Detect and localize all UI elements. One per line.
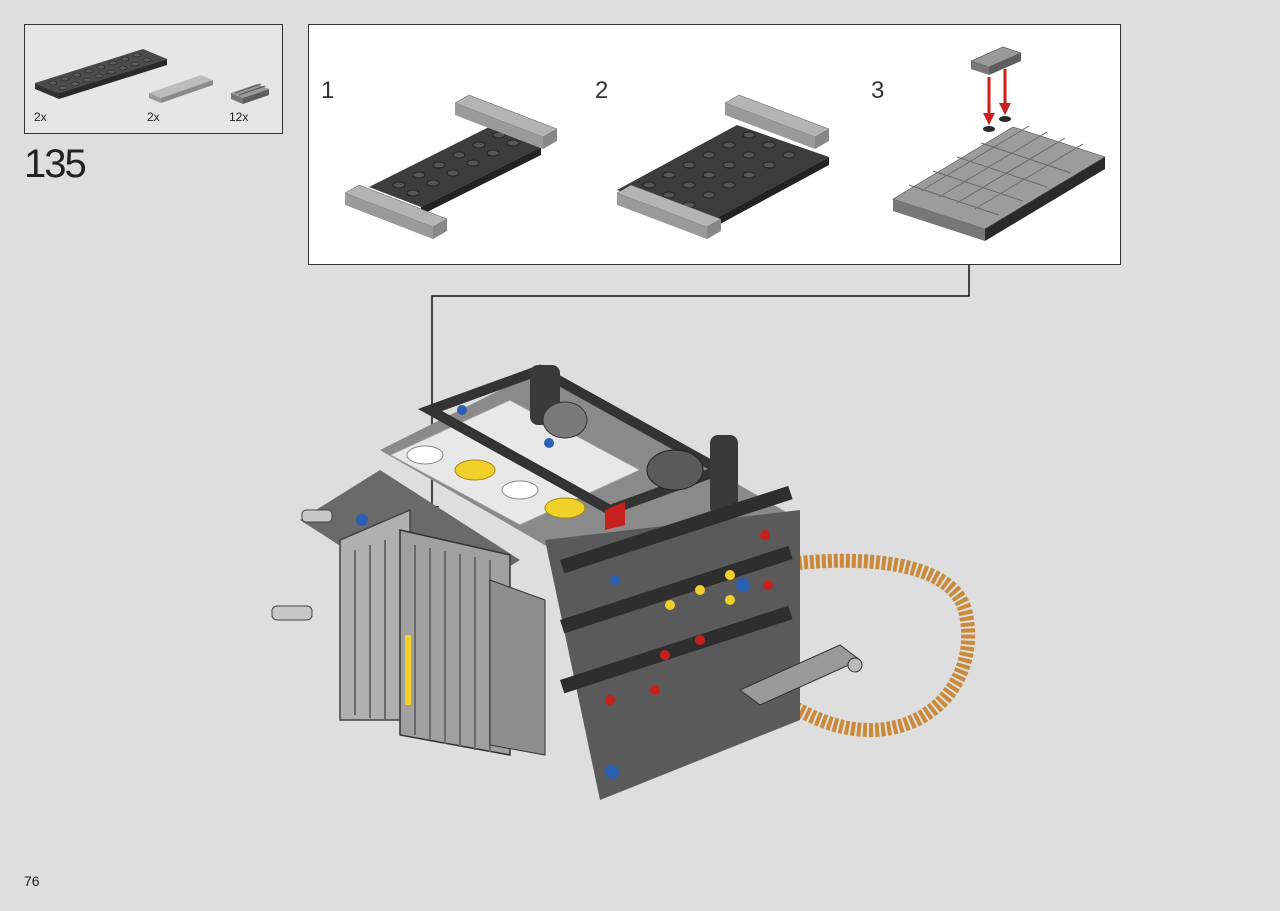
substep-1-assembly xyxy=(344,94,558,239)
substep-number: 1 xyxy=(321,77,335,104)
flexible-chain xyxy=(776,553,976,738)
substep-number: 2 xyxy=(595,77,609,104)
placement-arrow-icon xyxy=(983,69,1011,125)
grille-tile-icon xyxy=(970,46,1022,75)
parts-list-callout: 2x 2x 12x xyxy=(24,24,283,134)
substep-number: 3 xyxy=(871,77,885,104)
page-number: 76 xyxy=(24,873,40,889)
substep-3-assembly xyxy=(892,46,1106,241)
substep-illustrations xyxy=(344,46,1106,241)
parts-illustration xyxy=(35,49,269,104)
light-gray-tile-1x4-icon xyxy=(149,75,213,103)
part-quantity: 2x xyxy=(147,110,160,124)
part-quantity: 2x xyxy=(34,110,47,124)
step-number: 135 xyxy=(24,142,87,186)
substep-2-assembly xyxy=(616,94,830,239)
gearbox-assembly-illustration xyxy=(271,364,976,800)
subassembly-callout: 1 2 3 xyxy=(308,24,1121,265)
light-gray-grille-tile-icon xyxy=(231,83,269,104)
part-quantity: 12x xyxy=(229,110,249,124)
dark-gray-plate-2x8-icon xyxy=(35,49,167,99)
